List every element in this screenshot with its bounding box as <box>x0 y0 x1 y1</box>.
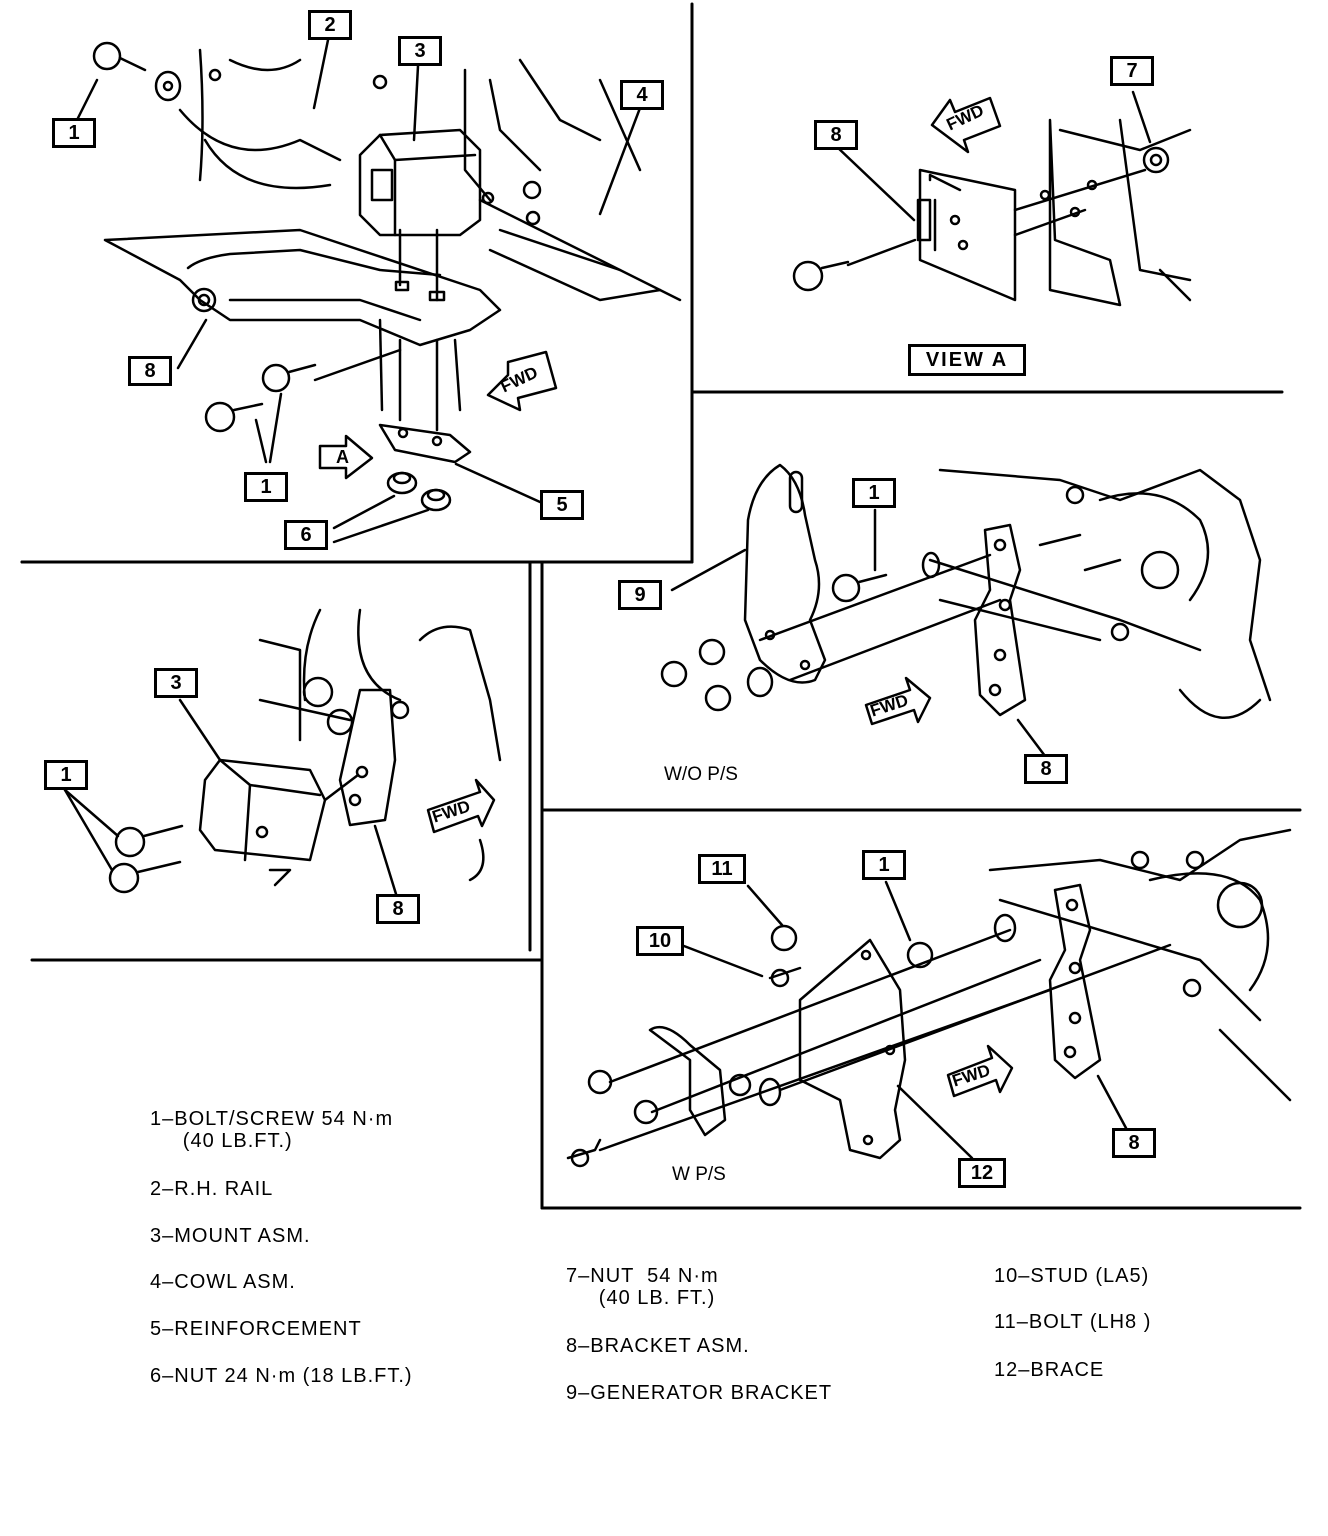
without-ps-label: W/O P/S <box>664 764 738 785</box>
panel2-view-a <box>792 90 1192 307</box>
panel4-without-ps <box>660 463 1272 758</box>
legend-item-10: 10–STUD (LA5) <box>994 1265 1150 1287</box>
legend-item-8: 8–BRACKET ASM. <box>566 1335 750 1357</box>
callout-bolt-p1-bottom: 1 <box>244 472 288 502</box>
callout-bolt-p3: 1 <box>44 760 88 790</box>
fwd-arrow-p3 <box>426 778 496 834</box>
view-a-arrow <box>318 434 374 480</box>
callout-bolt-p1-top: 1 <box>52 118 96 148</box>
legend-item-2: 2–R.H. RAIL <box>150 1178 274 1200</box>
callout-gen-bracket-p4: 9 <box>618 580 662 610</box>
callout-nut-p2: 7 <box>1110 56 1154 86</box>
callout-bracket-p2: 8 <box>814 120 858 150</box>
callout-rail-p1: 2 <box>308 10 352 40</box>
panel1-mount-assembly <box>76 38 682 544</box>
legend-item-12: 12–BRACE <box>994 1359 1105 1381</box>
fwd-arrow-p5 <box>946 1044 1014 1098</box>
legend-item-6: 6–NUT 24 N·m (18 LB.FT.) <box>150 1365 413 1387</box>
callout-brace-p5: 12 <box>958 1158 1006 1188</box>
callout-nut-p1: 6 <box>284 520 328 550</box>
callout-bracket-p1: 8 <box>128 356 172 386</box>
callout-bracket-p5: 8 <box>1112 1128 1156 1158</box>
legend-item-3: 3–MOUNT ASM. <box>150 1225 311 1247</box>
legend-item-9: 9–GENERATOR BRACKET <box>566 1382 833 1404</box>
fwd-arrow-p2 <box>930 96 1002 154</box>
callout-bolt-p4: 1 <box>852 478 896 508</box>
callout-mount-p1: 3 <box>398 36 442 66</box>
panel-dividers <box>20 2 1302 1210</box>
legend-item-7: 7–NUT 54 N·m (40 LB. FT.) <box>566 1265 719 1309</box>
callout-stud-p5: 10 <box>636 926 684 956</box>
fwd-arrows <box>318 96 1014 1098</box>
callout-reinforcement-p1: 5 <box>540 490 584 520</box>
callout-bolt-lh8-p5: 11 <box>698 854 746 884</box>
callout-mount-p3: 3 <box>154 668 198 698</box>
view-a-label: VIEW A <box>908 344 1026 376</box>
callout-cowl-p1: 4 <box>620 80 664 110</box>
fwd-arrow-p4 <box>864 676 932 726</box>
callout-bracket-p4: 8 <box>1024 754 1068 784</box>
legend-item-5: 5–REINFORCEMENT <box>150 1318 362 1340</box>
legend-item-4: 4–COWL ASM. <box>150 1271 296 1293</box>
callout-bolt-p5: 1 <box>862 850 906 880</box>
callout-bracket-p3: 8 <box>376 894 420 924</box>
legend-item-1: 1–BOLT/SCREW 54 N·m (40 LB.FT.) <box>150 1108 394 1152</box>
legend-item-11: 11–BOLT (LH8 ) <box>994 1311 1152 1333</box>
view-a-arrow-letter: A <box>336 447 349 467</box>
panel5-with-ps <box>566 828 1292 1168</box>
fwd-arrow-p1 <box>486 350 558 412</box>
panel3-mount-detail <box>63 608 502 896</box>
with-ps-label: W P/S <box>672 1164 726 1185</box>
